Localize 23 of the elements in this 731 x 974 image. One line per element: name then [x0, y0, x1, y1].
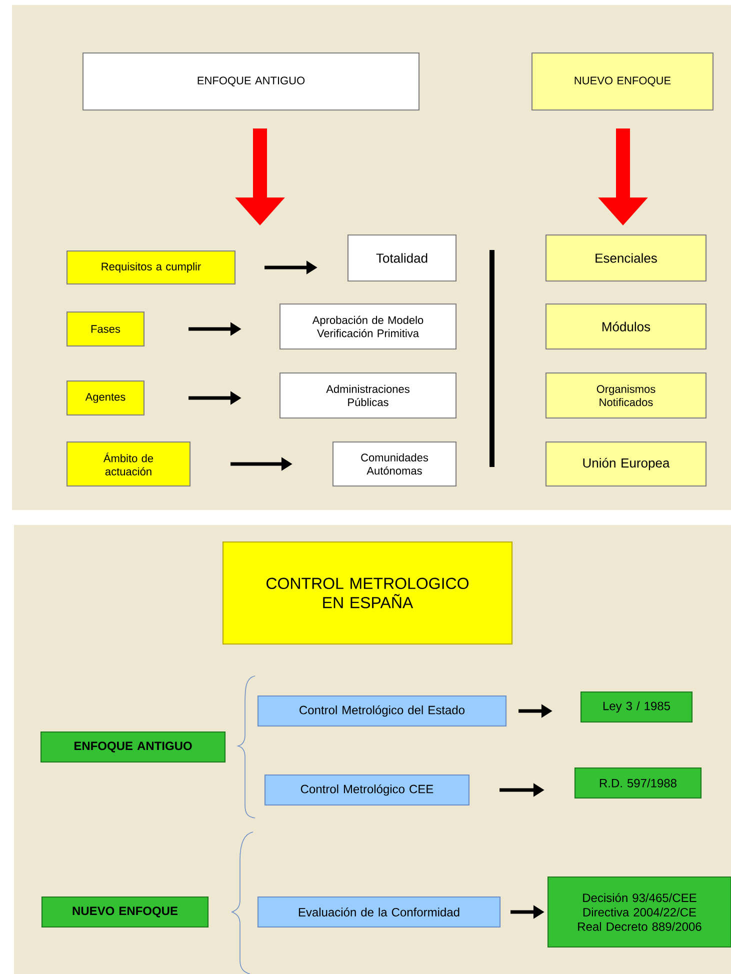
label-box: Administraciones Públicas	[279, 372, 457, 419]
label-box: Ámbito de actuación	[66, 441, 191, 487]
label-box: Unión Europea	[545, 441, 707, 487]
label-box: NUEVO ENFOQUE	[531, 52, 714, 111]
label-box: R.D. 597/1988	[574, 767, 702, 799]
label-box: Esenciales	[545, 234, 707, 282]
label-box: Decisión 93/465/CEE Directiva 2004/22/CE Real Decreto 889/2006	[547, 876, 731, 948]
label-box: ENFOQUE ANTIGUO	[40, 731, 226, 763]
label-box: Módulos	[545, 303, 707, 350]
label-box: Fases	[66, 311, 145, 347]
label-box: Comunidades Autónomas	[332, 441, 457, 487]
label-box: Agentes	[66, 380, 145, 416]
label-box: Organismos Notificados	[545, 372, 707, 419]
label-box: Ley 3 / 1985	[580, 691, 693, 723]
label-box: ENFOQUE ANTIGUO	[82, 52, 420, 111]
label-box: Control Metrológico CEE	[264, 774, 470, 806]
label-box: NUEVO ENFOQUE	[41, 896, 209, 928]
label-box: CONTROL METROLOGICO EN ESPAÑA	[222, 541, 513, 645]
label-box: Totalidad	[347, 234, 457, 282]
label-box: Aprobación de Modelo Verificación Primitiva	[279, 303, 457, 350]
label-box: Requisitos a cumplir	[66, 250, 236, 285]
label-box: Control Metrológico del Estado	[257, 695, 507, 727]
label-box: Evaluación de la Conformidad	[257, 896, 501, 928]
